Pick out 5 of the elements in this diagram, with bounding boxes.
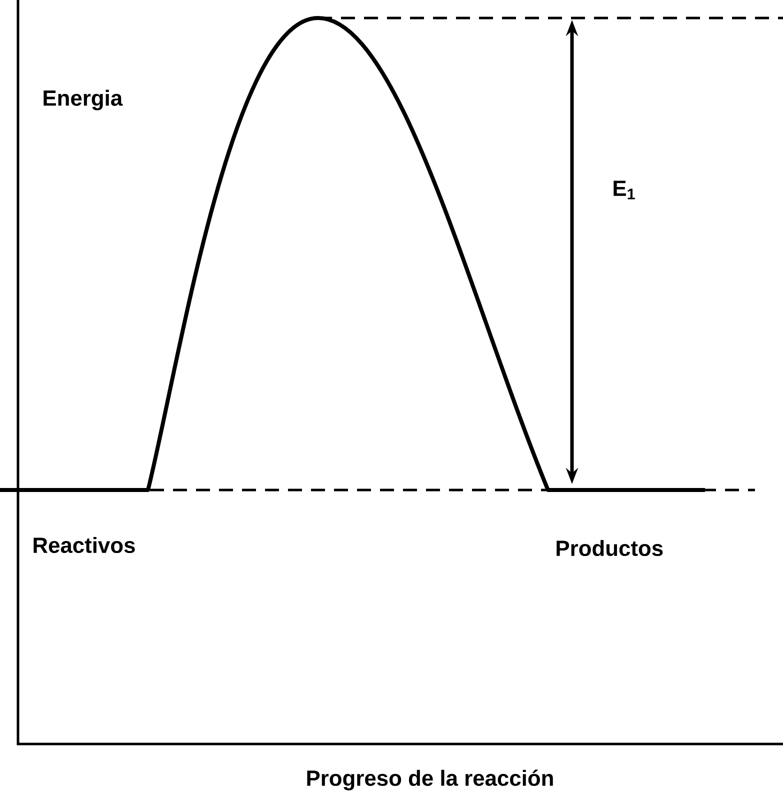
level-label: Reactivos — [34, 536, 135, 554]
level-label: Productos — [556, 540, 663, 556]
measure-label: E$_{1}$ — [614, 180, 635, 200]
axis-label: Progreso de la reacción — [307, 770, 553, 790]
axis-label: Energia — [44, 90, 123, 110]
